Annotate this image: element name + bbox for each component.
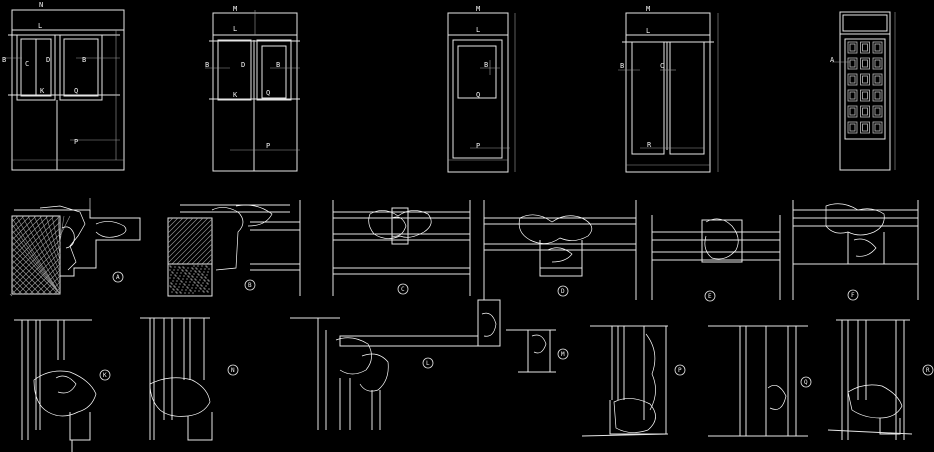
glass-panel-inner bbox=[874, 91, 881, 100]
elev5-label-a: A bbox=[830, 56, 835, 64]
elev3-label-l: L bbox=[476, 26, 480, 34]
glass-panel bbox=[847, 73, 858, 86]
elev3-label-p: P bbox=[476, 142, 480, 150]
glass-panel bbox=[872, 89, 883, 102]
elev3-label-q: Q bbox=[476, 91, 480, 99]
glass-panel-inner bbox=[849, 107, 856, 116]
glass-panel-inner bbox=[862, 107, 868, 116]
elev2-label-l: L bbox=[233, 25, 237, 33]
glass-panel-inner bbox=[874, 59, 881, 68]
door-elevation-5: A bbox=[830, 11, 896, 171]
elev2-label-b2: B bbox=[276, 61, 280, 69]
elev1-label-b1: B bbox=[2, 56, 6, 64]
elev2-label-d: D bbox=[241, 61, 245, 69]
elev1-label-n: N bbox=[39, 1, 43, 9]
elev4-label-c: C bbox=[660, 62, 664, 70]
glass-panel bbox=[860, 73, 870, 86]
elev1-label-d: D bbox=[46, 56, 50, 64]
glass-panel bbox=[847, 121, 858, 134]
glass-panel-inner bbox=[849, 59, 856, 68]
glass-panel bbox=[872, 73, 883, 86]
section-e-tag: E bbox=[708, 293, 712, 300]
door-elevation-3: M L B Q P bbox=[447, 5, 516, 173]
section-n-tag: N bbox=[231, 367, 235, 374]
glass-panel-inner bbox=[862, 75, 868, 84]
glass-panel bbox=[860, 41, 870, 54]
section-q: Q bbox=[708, 325, 812, 437]
section-q-tag: Q bbox=[804, 379, 808, 386]
glass-panel bbox=[872, 121, 883, 134]
glass-panel-inner bbox=[849, 75, 856, 84]
section-k-tag: K bbox=[103, 372, 107, 379]
glass-panel bbox=[847, 105, 858, 118]
elev3-label-m: M bbox=[476, 5, 480, 13]
glass-panel bbox=[872, 57, 883, 70]
glass-panel-inner bbox=[849, 43, 856, 52]
glass-panel-inner bbox=[849, 91, 856, 100]
glass-panel-inner bbox=[849, 123, 856, 132]
section-l: L bbox=[290, 299, 501, 430]
glass-panel bbox=[847, 41, 858, 54]
glass-panel-inner bbox=[874, 75, 881, 84]
glass-panel-inner bbox=[862, 91, 868, 100]
elev2-label-k: K bbox=[233, 91, 238, 99]
section-a: A bbox=[9, 198, 141, 297]
glass-panel bbox=[847, 89, 858, 102]
section-b: B bbox=[167, 200, 301, 297]
section-r: R bbox=[827, 319, 934, 440]
glass-panel-inner bbox=[874, 123, 881, 132]
elev2-label-b1: B bbox=[205, 61, 209, 69]
elev4-label-l: L bbox=[646, 27, 650, 35]
door-elevation-2: M L B D B K Q P bbox=[205, 5, 300, 172]
glass-panel bbox=[860, 121, 870, 134]
elev1-label-q: Q bbox=[74, 87, 78, 95]
glass-panel bbox=[860, 105, 870, 118]
section-f: F bbox=[792, 200, 919, 301]
section-e: E bbox=[651, 215, 781, 302]
elev1-label-b2: B bbox=[82, 56, 86, 64]
section-n: N bbox=[140, 317, 239, 441]
elev1-label-c: C bbox=[25, 60, 29, 68]
section-m-tag: M bbox=[561, 351, 565, 358]
elev3-label-b: B bbox=[484, 61, 488, 69]
glass-panel bbox=[872, 105, 883, 118]
elev4-label-r: R bbox=[647, 141, 652, 149]
glass-panel-inner bbox=[862, 59, 868, 68]
elev4-label-b: B bbox=[620, 62, 624, 70]
section-d: D bbox=[483, 200, 637, 300]
section-r-tag: R bbox=[926, 367, 930, 374]
section-l-tag: L bbox=[426, 360, 430, 367]
glass-panel bbox=[860, 57, 870, 70]
section-b-tag: B bbox=[248, 282, 252, 289]
section-p-tag: P bbox=[678, 367, 682, 374]
section-c: C bbox=[332, 200, 471, 296]
elev2-label-p: P bbox=[266, 142, 270, 150]
glass-panel-inner bbox=[862, 123, 868, 132]
section-c-tag: C bbox=[401, 286, 405, 293]
glass-panel-inner bbox=[862, 43, 868, 52]
section-f-tag: F bbox=[851, 292, 855, 299]
section-k: K bbox=[14, 319, 111, 452]
door-elevation-4: M L B C R bbox=[618, 5, 719, 173]
section-d-tag: D bbox=[561, 288, 565, 295]
elev1-label-p: P bbox=[74, 138, 78, 146]
glass-panel bbox=[860, 89, 870, 102]
glass-panel bbox=[847, 57, 858, 70]
glass-panel-inner bbox=[874, 107, 881, 116]
section-m: M bbox=[506, 329, 569, 373]
elev1-label-k: K bbox=[40, 87, 45, 95]
glass-panel bbox=[872, 41, 883, 54]
elev2-label-q: Q bbox=[266, 89, 270, 97]
elev1-label-l: L bbox=[38, 22, 42, 30]
glass-panel-inner bbox=[874, 43, 881, 52]
elev4-label-m: M bbox=[646, 5, 650, 13]
section-p: P bbox=[581, 325, 686, 437]
section-a-tag: A bbox=[116, 274, 120, 281]
door-elevation-1: N L B C D B K Q P bbox=[2, 1, 125, 171]
elev2-label-m: M bbox=[233, 5, 237, 13]
